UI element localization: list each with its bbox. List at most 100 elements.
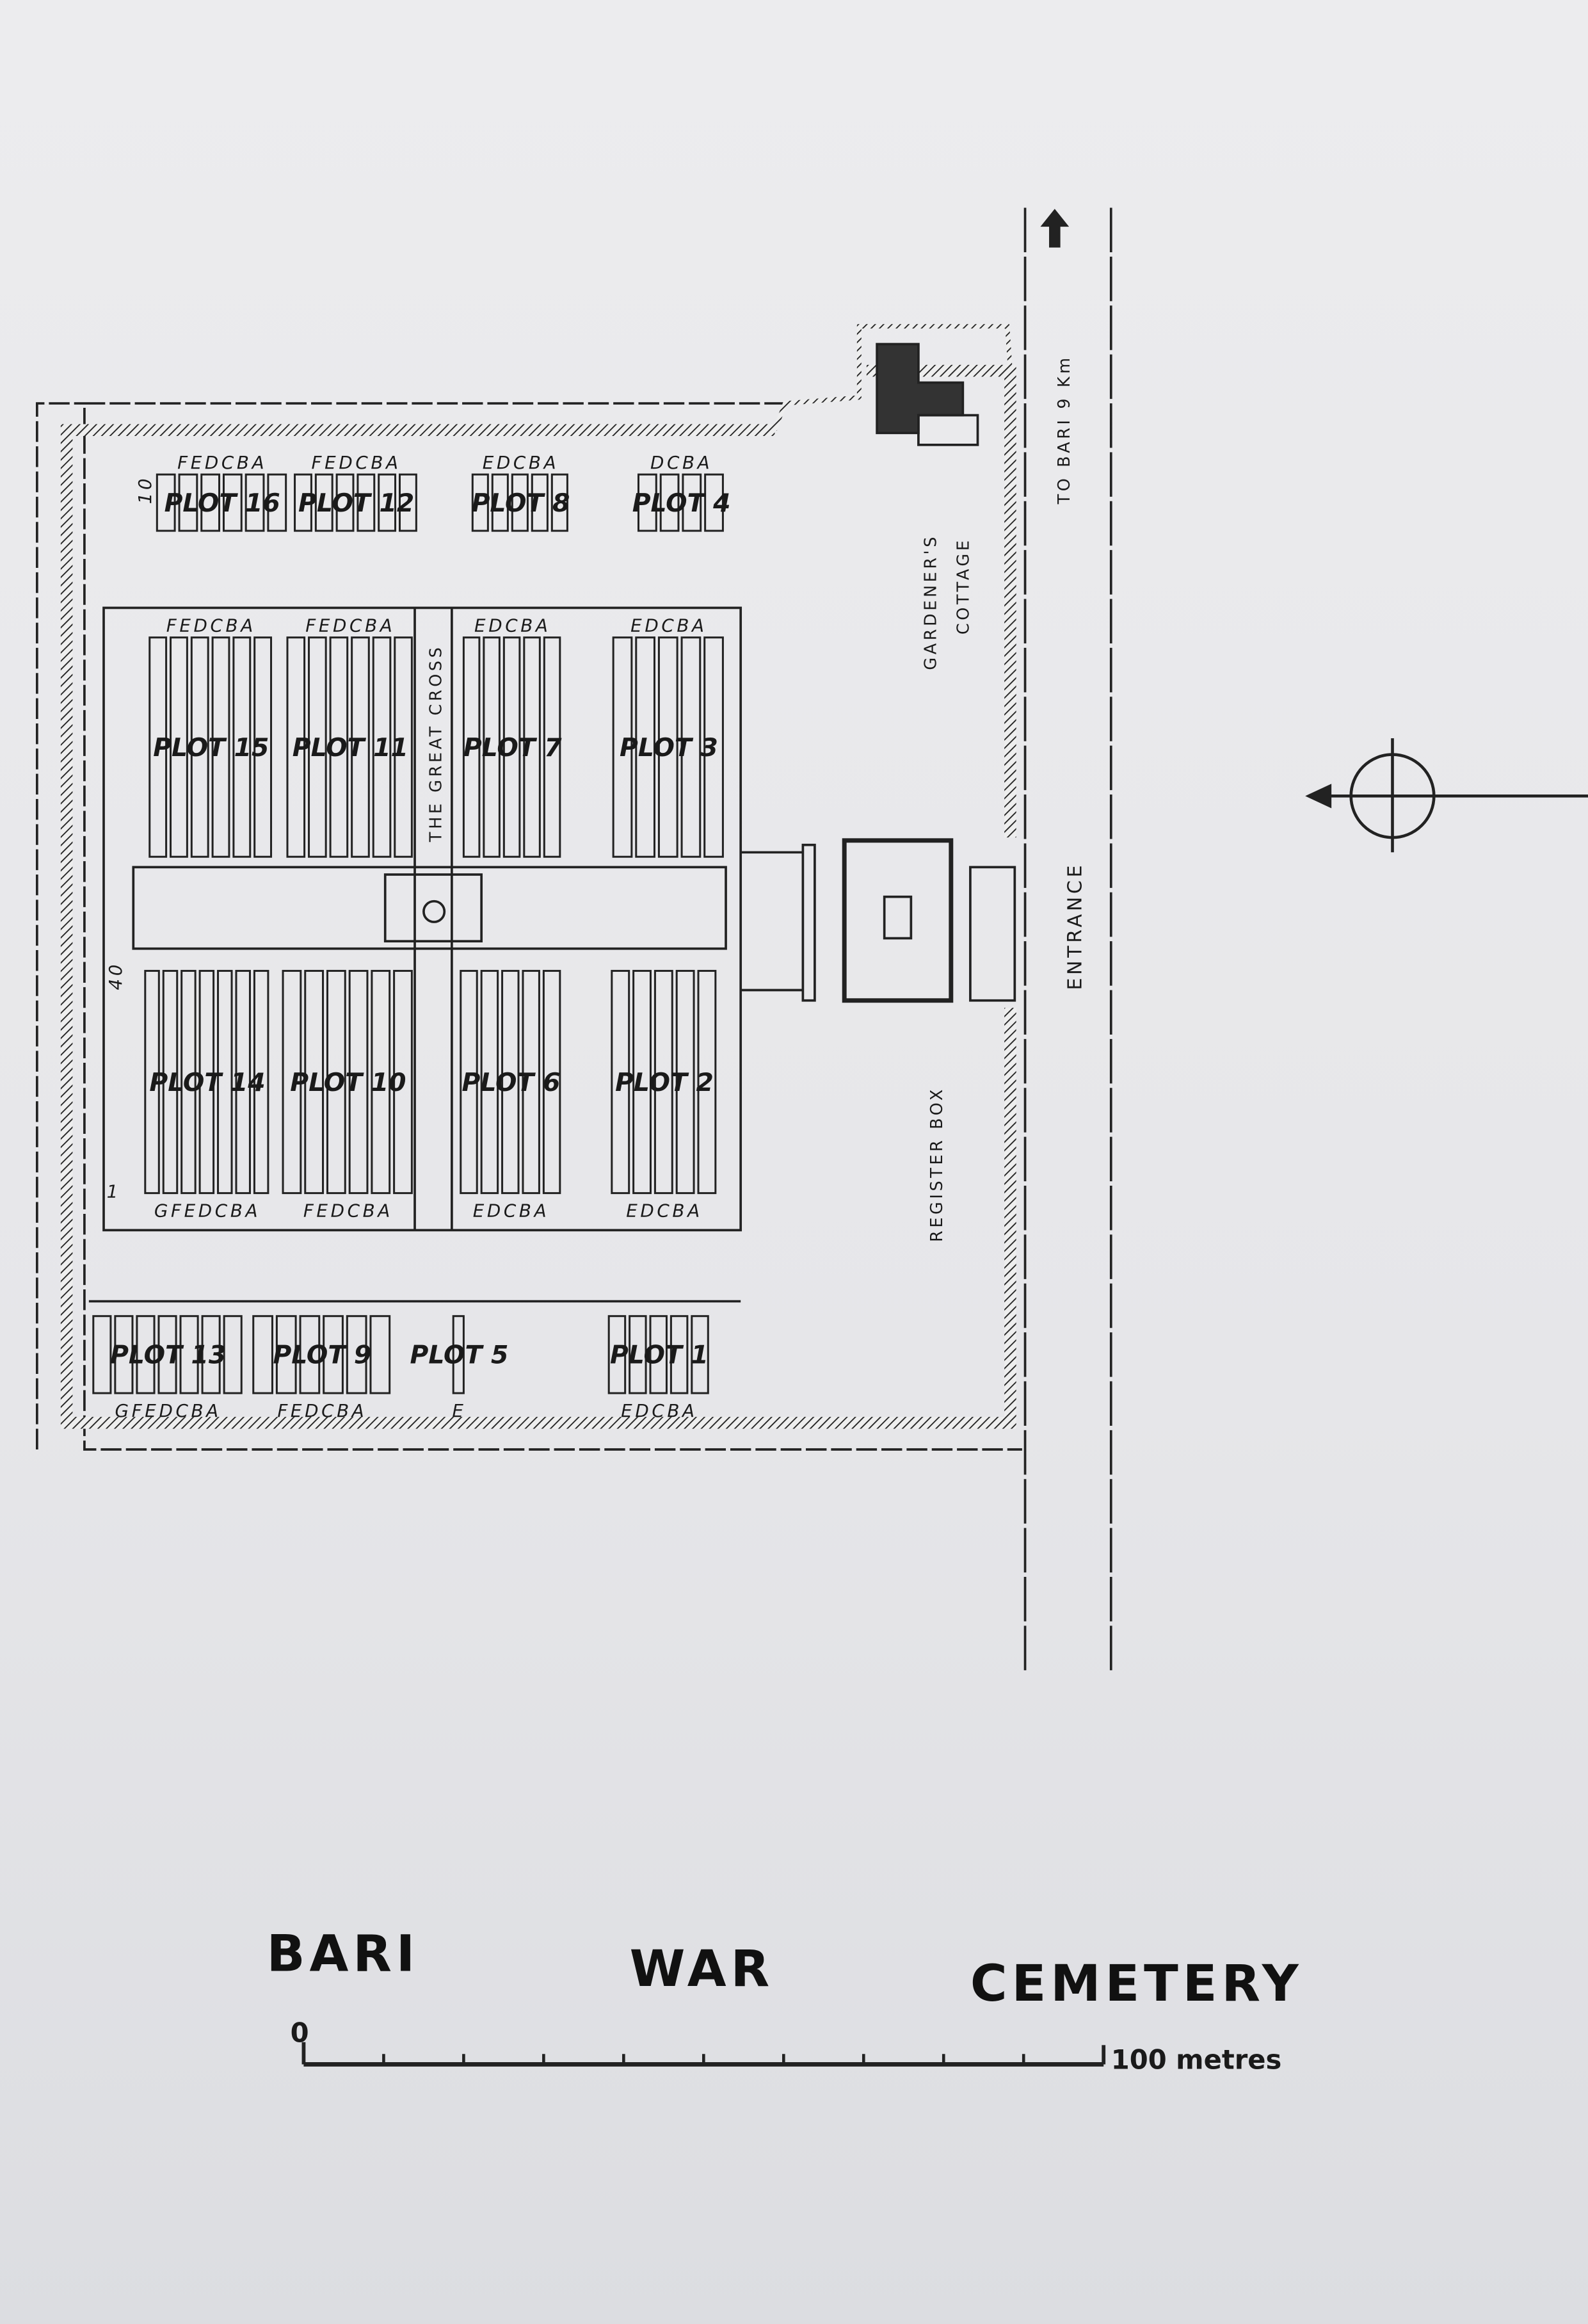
outer-boundary [36,402,1022,1451]
row-letters: EDCBA [473,1200,550,1222]
row-letters: FEDCBA [312,452,401,473]
plot-8 [612,636,724,858]
grave-row [148,636,168,858]
grave-row [654,969,673,1195]
row-letters: E [452,1400,466,1421]
grave-row [156,473,176,532]
plot-15 [452,1315,465,1394]
plot-label: PLOT 10 [290,1068,406,1097]
grave-row [114,1315,134,1394]
grave-row [267,473,287,532]
grave-row [542,969,561,1195]
grave-row [502,636,521,858]
grave-row [92,1315,112,1394]
grave-row [245,473,265,532]
gardeners-cottage [876,343,965,435]
north-compass-icon [1305,738,1588,853]
grave-row [179,1315,199,1394]
grave-row [323,1315,344,1394]
plot-10 [282,969,413,1195]
grave-row [198,969,215,1195]
row-letters: DCBA [650,452,712,473]
grave-row [460,969,478,1195]
grave-row [178,473,198,532]
grave-row [649,1315,668,1394]
grave-row [223,1315,243,1394]
cottage-label: COTTAGE [954,538,974,635]
plot-16 [607,1315,709,1394]
grave-row [657,636,678,858]
grave-row [659,473,680,532]
grave-row [531,473,549,532]
plot-label: PLOT 15 [153,733,269,763]
great-cross-icon [422,900,446,923]
great-cross-label: THE GREAT CROSS [427,645,446,843]
grave-row [351,636,370,858]
grave-row [637,473,657,532]
grave-row [522,969,540,1195]
grave-row [286,636,306,858]
row-number-1: 1 [107,1181,121,1202]
grave-row [308,636,327,858]
north-arrow-icon [1040,209,1070,248]
row-number-40: 40 [105,962,126,990]
row-letters: FEDCBA [305,615,395,636]
grave-row [501,969,520,1195]
plot-7 [462,636,561,858]
plot-2 [294,473,417,532]
grave-row [550,473,568,532]
grave-row [462,636,481,858]
grave-row [372,636,392,858]
grave-row [398,473,417,532]
grave-row [314,473,333,532]
plot-label: PLOT 6 [462,1068,561,1097]
grave-row [357,473,376,532]
plot-label: PLOT 14 [149,1068,265,1097]
grave-row [235,969,251,1195]
grave-row [691,1315,709,1394]
grave-row [253,969,269,1195]
grave-row [299,1315,321,1394]
grave-row [511,473,529,532]
plot-11 [460,969,561,1195]
grave-row [217,969,233,1195]
row-letters: EDCBA [621,1400,698,1421]
grave-row [670,1315,689,1394]
grave-row [348,969,369,1195]
grave-row [635,636,655,858]
plot-4 [637,473,724,532]
plot-label: PLOT 7 [463,733,562,763]
grave-row [680,636,702,858]
grave-row [703,636,724,858]
grave-row [369,1315,391,1394]
row-letters: FEDCBA [277,1400,367,1421]
grave-row [170,636,188,858]
grave-row [607,1315,627,1394]
gardeners-label: GARDENER'S [922,534,941,670]
row-letters: EDCBA [626,1200,703,1222]
plot-label: PLOT 8 [472,488,570,518]
plot-13 [92,1315,243,1394]
row-letters: EDCBA [483,452,559,473]
grave-row [393,969,413,1195]
grave-row [162,969,179,1195]
grave-row [294,473,312,532]
grave-row [452,1315,465,1394]
grave-row [611,969,630,1195]
plot-9 [144,969,269,1195]
row-letters: EDCBA [630,615,707,636]
grave-row [543,636,561,858]
plot-14 [252,1315,391,1394]
grave-row [144,969,160,1195]
row-letters: GFEDCBA [154,1200,261,1222]
plot-label: PLOT 5 [410,1341,509,1370]
grave-row [371,969,391,1195]
title-bari: BARI [267,1925,419,1983]
entrance-building [842,838,954,1003]
grave-row [252,1315,273,1394]
grave-row [629,1315,647,1394]
grave-row [200,473,221,532]
row-letters: FEDCBA [177,452,267,473]
plot-5 [148,636,273,858]
